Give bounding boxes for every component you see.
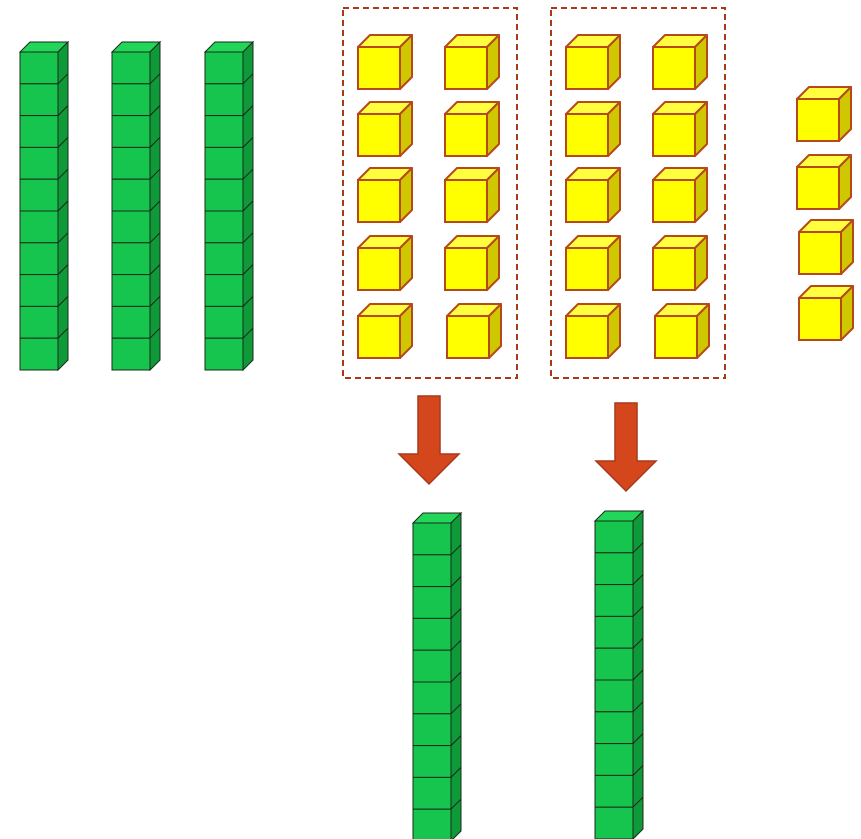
tens-rod <box>18 40 70 372</box>
unit-cube <box>565 235 621 291</box>
top-tens-rods <box>18 40 255 372</box>
unit-cube <box>357 101 413 157</box>
rod-cube <box>204 263 254 308</box>
rod-cube <box>412 797 462 839</box>
rod-cube <box>412 734 462 779</box>
rod-cube <box>111 136 161 181</box>
unit-cube <box>565 34 621 90</box>
rod-cube <box>111 104 161 149</box>
unit-cube <box>652 101 708 157</box>
rod-cube <box>594 795 644 839</box>
tens-rod <box>411 511 463 839</box>
tens-rod <box>110 40 162 372</box>
rod-cube <box>594 732 644 777</box>
rod-cube <box>594 636 644 682</box>
rod-cube <box>204 167 254 213</box>
unit-cube <box>565 167 621 223</box>
rod-cube <box>412 766 462 811</box>
rod-cube <box>594 605 644 650</box>
rod-cube <box>19 167 69 213</box>
rod-cube <box>412 575 462 620</box>
unit-cube <box>444 235 500 291</box>
loose-unit-cubes <box>796 86 854 341</box>
rod-cube <box>412 702 462 747</box>
rod-cube <box>204 199 254 245</box>
result-tens-rods <box>411 509 645 839</box>
rod-cube <box>111 326 161 372</box>
rod-cube <box>412 670 462 716</box>
rod-cube <box>594 541 644 586</box>
unit-cube <box>652 235 708 291</box>
rod-cube <box>19 263 69 308</box>
unit-cube <box>652 34 708 90</box>
rod-cube <box>111 40 161 86</box>
regroup-arrows <box>397 395 658 493</box>
rod-cube <box>594 700 644 745</box>
rod-cube <box>594 764 644 809</box>
rod-cube <box>594 509 644 555</box>
unit-cube <box>444 167 500 223</box>
unit-cube <box>798 219 854 275</box>
rod-cube <box>204 295 254 340</box>
unit-cube <box>565 101 621 157</box>
unit-cube <box>357 34 413 90</box>
unit-cube <box>446 303 502 359</box>
rod-cube <box>412 607 462 652</box>
rod-cube <box>204 326 254 372</box>
unit-cube <box>357 303 413 359</box>
rod-cube <box>111 263 161 308</box>
unit-cube-groups <box>342 7 726 379</box>
group-box <box>342 7 518 379</box>
rod-cube <box>412 511 462 557</box>
rod-cube <box>19 231 69 276</box>
unit-cube <box>444 101 500 157</box>
cube-group <box>550 7 726 379</box>
tens-rod <box>593 509 645 839</box>
unit-cube <box>798 285 854 341</box>
rod-cube <box>19 295 69 340</box>
rod-cube <box>204 40 254 86</box>
rod-cube <box>19 40 69 86</box>
rod-cube <box>594 668 644 714</box>
unit-cube <box>444 34 500 90</box>
rod-cube <box>111 72 161 117</box>
rod-cube <box>204 231 254 276</box>
rod-cube <box>111 199 161 245</box>
unit-cube <box>796 154 852 210</box>
rod-cube <box>111 231 161 276</box>
down-arrow-icon <box>397 395 461 486</box>
down-arrow-icon <box>594 402 658 493</box>
rod-cube <box>19 326 69 372</box>
rod-cube <box>19 104 69 149</box>
unit-cube <box>652 167 708 223</box>
unit-cube <box>565 303 621 359</box>
cube-group <box>342 7 518 379</box>
tens-rod <box>203 40 255 372</box>
rod-cube <box>111 167 161 213</box>
unit-cube <box>654 303 710 359</box>
unit-cube <box>796 86 852 142</box>
group-box <box>550 7 726 379</box>
rod-cube <box>19 199 69 245</box>
unit-cube <box>357 167 413 223</box>
unit-cube <box>357 235 413 291</box>
